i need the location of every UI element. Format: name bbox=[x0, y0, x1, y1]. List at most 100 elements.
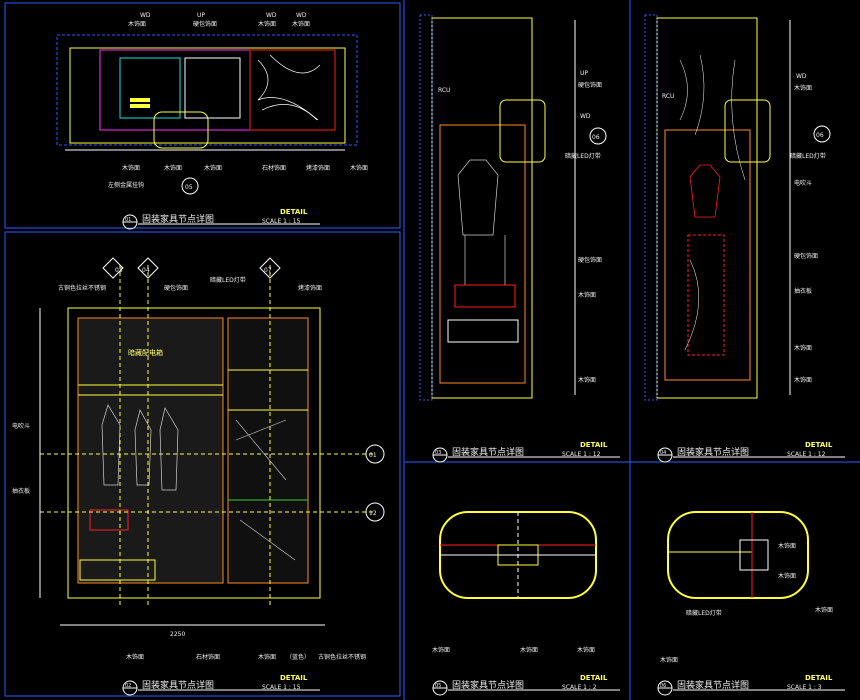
detail-06-tags: 木饰面 木饰面 暗藏LED灯带 木饰面 木饰面 bbox=[660, 542, 833, 664]
mat-wood-06d: 木饰面 bbox=[660, 656, 678, 664]
drawer-bottom bbox=[79, 559, 156, 581]
mat-lacquer-top: 烤漆饰面 bbox=[298, 284, 322, 292]
detail-title: 固装家具节点详图 bbox=[142, 213, 214, 225]
bubble-06-03 bbox=[589, 127, 607, 145]
marble-veins bbox=[257, 54, 321, 121]
mat-hidden-led: 暗藏LED灯带 bbox=[210, 276, 246, 284]
mat-led-06: 暗藏LED灯带 bbox=[686, 609, 722, 617]
mirror-panel bbox=[119, 57, 181, 119]
tag-wd-03: WD bbox=[580, 113, 591, 120]
detail-05-callout-box bbox=[153, 111, 209, 149]
detail-03-drawing bbox=[419, 14, 607, 401]
detail-number: 04 bbox=[660, 450, 666, 456]
detail-label: DETAIL bbox=[280, 674, 308, 682]
mat-wood-03b: 木饰面 bbox=[578, 376, 596, 384]
woodgrain-04 bbox=[679, 54, 746, 351]
cabinet-inner-right bbox=[249, 49, 336, 131]
section-04-outline bbox=[656, 17, 758, 399]
mat-leather-1: 硬包饰面 bbox=[193, 20, 217, 28]
handle-1 bbox=[130, 98, 150, 102]
tag-up-03: UP bbox=[580, 70, 588, 77]
mat-wood-b1: 木饰面 bbox=[122, 164, 140, 172]
detail-label: DETAIL bbox=[580, 441, 608, 449]
tag-wd03-top: WD bbox=[296, 12, 307, 19]
detail-scale: SCALE 1 : 3 bbox=[787, 684, 822, 691]
detail-title: 固装家具节点详图 bbox=[677, 446, 749, 458]
detail-title: 固装家具节点详图 bbox=[452, 679, 524, 691]
detail-02-tags: 03 04 07 01 12 古铜色拉丝不锈钢 硬包饰面 暗藏LED灯带 烤漆饰… bbox=[12, 267, 377, 661]
drawer-red bbox=[89, 509, 129, 531]
wall-hatch-outline bbox=[56, 34, 358, 146]
mat-wood-b4: 木饰面 bbox=[350, 164, 368, 172]
mat-wood-04b: 木饰面 bbox=[794, 344, 812, 352]
detail-01-drawing bbox=[56, 34, 358, 195]
detail-number: 03 bbox=[435, 450, 441, 456]
mat-wood-1: 木饰面 bbox=[128, 20, 146, 28]
callout-06-rounded bbox=[667, 511, 809, 599]
callout-04 bbox=[724, 99, 771, 163]
detail-title: 固装家具节点详图 bbox=[452, 446, 524, 458]
mat-leather-03: 硬包饰面 bbox=[578, 81, 602, 89]
wall-left-03 bbox=[419, 14, 433, 401]
detail-title: 固装家具节点详图 bbox=[142, 679, 214, 691]
bubble-04-diamond bbox=[137, 257, 159, 279]
mirror-reflection-lines bbox=[235, 419, 296, 561]
panel-frame-01 bbox=[4, 2, 401, 229]
drawer-03 bbox=[454, 284, 516, 308]
mat-stone-bl: 石材饰面 bbox=[196, 653, 220, 661]
detail-06-drawing bbox=[667, 511, 809, 599]
handle-2 bbox=[130, 104, 150, 108]
mat-wood-05a: 木饰面 bbox=[432, 646, 450, 654]
mat-wood-06c: 木饰面 bbox=[815, 606, 833, 614]
mat-wood-2: 木饰面 bbox=[258, 20, 276, 28]
detail-02-drawing bbox=[39, 257, 385, 626]
detail-scale: SCALE 1 : 2 bbox=[562, 684, 597, 691]
detail-label: DETAIL bbox=[805, 441, 833, 449]
panel-frames bbox=[4, 0, 860, 700]
detail-scale: SCALE 1 : 12 bbox=[562, 451, 601, 458]
detail-label: DETAIL bbox=[280, 208, 308, 216]
section-03-outline bbox=[431, 17, 533, 399]
detail-number: 05 bbox=[435, 683, 441, 689]
mat-wood-06a: 木饰面 bbox=[778, 542, 796, 550]
tag-up01-top: UP bbox=[197, 12, 205, 19]
mat-stone-b1: 石材饰面 bbox=[262, 164, 286, 172]
detail-05-tags: 木饰面 木饰面 木饰面 bbox=[432, 646, 595, 654]
mat-pull-04: 抽衣板 bbox=[794, 287, 812, 295]
mat-wood-04: 木饰面 bbox=[794, 84, 812, 92]
mat-leather-03b: 硬包饰面 bbox=[578, 256, 602, 264]
mat-mirror-steel-bottom: 古铜色拉丝不锈钢 bbox=[318, 653, 366, 661]
label-hidden-box: 暗藏配电箱 bbox=[128, 348, 163, 357]
bubble-03-diamond bbox=[102, 257, 124, 279]
mat-wood-bl: 木饰面 bbox=[126, 653, 144, 661]
wardrobe-04 bbox=[664, 129, 751, 381]
detail-04-tags: RCU WD 木饰面 06 暗藏LED灯带 电吹斗 硬包饰面 抽衣板 木饰面 木… bbox=[662, 73, 826, 384]
rcu-03: RCU bbox=[438, 87, 450, 94]
bubble-07-diamond bbox=[259, 257, 281, 279]
note-left-hook: 左侧金属挂钩 bbox=[108, 181, 144, 189]
tag-wd01-top: WD bbox=[140, 12, 151, 19]
mat-wood-br: 木饰面 bbox=[258, 653, 276, 661]
bubble-01-right bbox=[365, 444, 385, 464]
bubble-05-top bbox=[181, 177, 199, 195]
detail-number: 06 bbox=[660, 683, 666, 689]
wardrobe-right bbox=[227, 317, 309, 584]
bubble-12-right-label: 12 bbox=[369, 510, 377, 517]
mat-led-04: 暗藏LED灯带 bbox=[790, 152, 826, 160]
label-pull-rod: 抽衣板 bbox=[12, 487, 30, 495]
wardrobe-03 bbox=[439, 124, 526, 384]
mat-wood-b2: 木饰面 bbox=[164, 164, 182, 172]
bubble-06-03-label: 06 bbox=[592, 134, 600, 141]
drawer-03b bbox=[447, 319, 519, 343]
mat-lacquer-b1: 烤漆饰面 bbox=[306, 164, 330, 172]
detail-01-tags: WD UP WD WD 木饰面 硬包饰面 木饰面 木饰面 木饰面 木饰面 木饰面… bbox=[108, 12, 368, 191]
detail-title: 固装家具节点详图 bbox=[677, 679, 749, 691]
bubble-01-right-label: 01 bbox=[369, 452, 377, 459]
tag-wd01-top2: WD bbox=[266, 12, 277, 19]
coat-04 bbox=[689, 164, 721, 218]
rail-panel bbox=[184, 57, 241, 119]
bubble-07-label: 07 bbox=[264, 267, 272, 274]
bubble-06-04-label: 06 bbox=[816, 132, 824, 139]
